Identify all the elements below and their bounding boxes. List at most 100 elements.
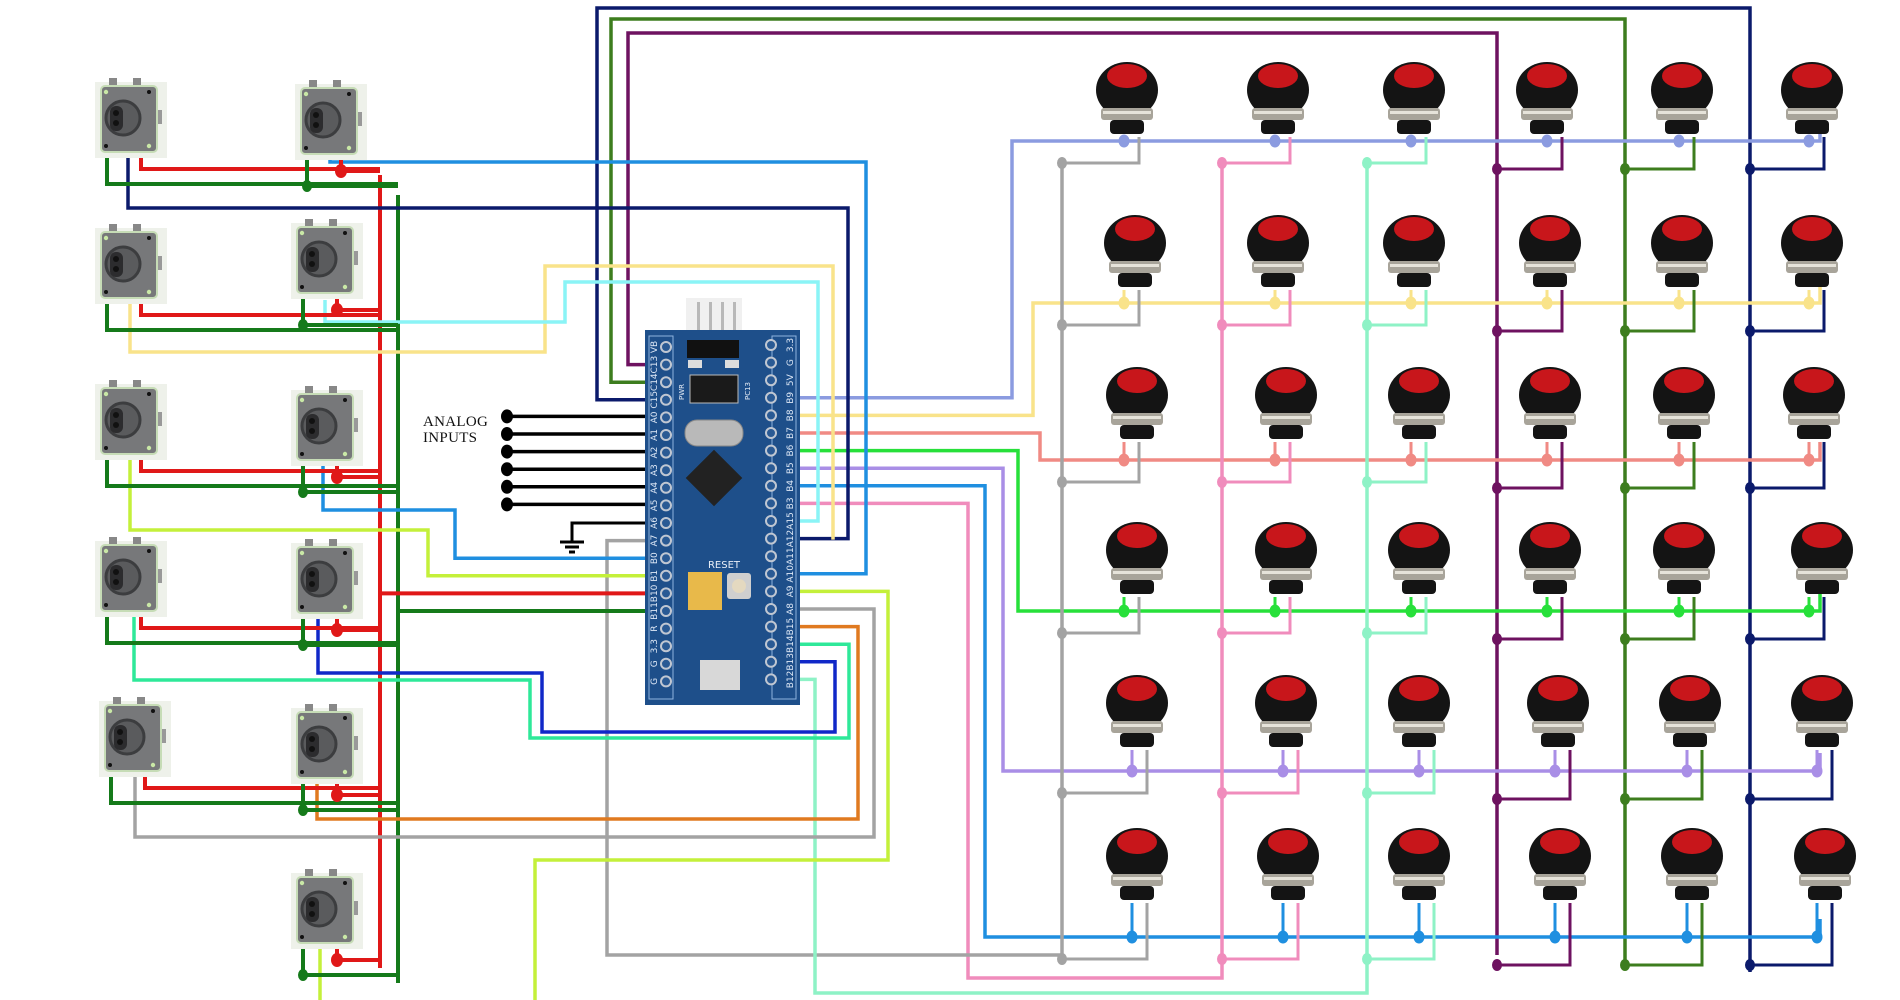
analog-input-dot bbox=[501, 409, 513, 424]
analog-input-dot bbox=[501, 427, 513, 441]
left-pin-label-A6: A6 bbox=[650, 517, 660, 529]
wire-encoder-signal-4 bbox=[323, 280, 820, 523]
button-cap bbox=[1266, 524, 1306, 548]
row-junction bbox=[1541, 453, 1553, 467]
right-pin-pad bbox=[765, 532, 777, 545]
col-junction bbox=[1217, 627, 1227, 639]
row-junction bbox=[1673, 134, 1685, 148]
buttons-layer bbox=[1096, 62, 1856, 900]
button-cap bbox=[1664, 369, 1704, 393]
encoder-tab bbox=[329, 539, 337, 547]
button-cap bbox=[1117, 524, 1157, 548]
button-base bbox=[1805, 733, 1839, 747]
encoder-hole bbox=[309, 746, 315, 752]
button-col-leg bbox=[1750, 442, 1826, 490]
encoder-side-tab bbox=[155, 256, 162, 270]
analog-input-dot bbox=[501, 462, 513, 477]
right-pin-pad bbox=[765, 462, 777, 475]
rotary-encoder bbox=[95, 78, 167, 158]
encoder-tab bbox=[113, 697, 121, 705]
row-junction bbox=[1541, 134, 1553, 148]
encoder-corner bbox=[104, 144, 108, 148]
encoder-shaft bbox=[306, 732, 319, 757]
row-junction bbox=[1413, 764, 1425, 778]
button-col-leg bbox=[1367, 137, 1428, 165]
button-base bbox=[1120, 425, 1154, 439]
button-nut-shine bbox=[1526, 264, 1574, 267]
encoder-shaft bbox=[310, 108, 323, 133]
encoder-corner bbox=[304, 146, 308, 150]
col-junction bbox=[1745, 482, 1755, 494]
button-col-leg bbox=[1062, 750, 1149, 795]
right-pin-label-3.3: 3.3 bbox=[786, 338, 796, 352]
left-pin-label-C13: C13 bbox=[650, 356, 660, 374]
button-nut-shine bbox=[1395, 724, 1443, 727]
col-junction bbox=[1362, 476, 1372, 488]
encoder-corner bbox=[342, 769, 348, 775]
encoder-tab bbox=[305, 869, 313, 877]
button-base bbox=[1667, 425, 1701, 439]
button-cap bbox=[1538, 677, 1578, 701]
button-cap bbox=[1399, 830, 1439, 854]
push-button bbox=[1653, 367, 1715, 439]
push-button bbox=[1255, 522, 1317, 594]
col-junction bbox=[1620, 325, 1630, 337]
wire-encoder-signal-8 bbox=[316, 612, 837, 734]
button-base bbox=[1673, 733, 1707, 747]
button-base bbox=[1120, 886, 1154, 900]
button-base bbox=[1665, 120, 1699, 134]
left-pin-pad bbox=[660, 552, 672, 565]
button-base bbox=[1118, 273, 1152, 287]
encoder-corner bbox=[300, 452, 304, 456]
right-pin-label-B4: B4 bbox=[786, 480, 796, 492]
button-cap bbox=[1117, 677, 1157, 701]
push-button bbox=[1791, 675, 1853, 747]
push-button bbox=[1106, 828, 1168, 900]
right-pin-label-B13: B13 bbox=[786, 653, 796, 671]
left-pin-label-B11: B11 bbox=[650, 602, 660, 620]
encoder-tab bbox=[309, 80, 317, 88]
button-col-leg bbox=[1750, 750, 1834, 801]
row-junction bbox=[1118, 453, 1130, 467]
ground-junction bbox=[298, 804, 308, 816]
encoder-tab bbox=[305, 386, 313, 394]
button-nut-shine bbox=[1534, 724, 1582, 727]
push-button bbox=[1247, 62, 1309, 134]
encoder-corner bbox=[108, 763, 112, 767]
right-pin-label-B5: B5 bbox=[786, 462, 796, 474]
wire-encoder-signal-6 bbox=[321, 460, 666, 560]
encoder-tab bbox=[333, 80, 341, 88]
push-button bbox=[1794, 828, 1856, 900]
button-cap bbox=[1672, 830, 1712, 854]
encoder-tab bbox=[329, 869, 337, 877]
encoder-corner bbox=[343, 551, 347, 555]
ground-junction bbox=[298, 639, 308, 651]
button-nut-shine bbox=[1262, 571, 1310, 574]
row-junction bbox=[1126, 764, 1138, 778]
encoder-corner bbox=[346, 145, 352, 151]
button-nut-shine bbox=[1526, 416, 1574, 419]
analog-inputs-label: ANALOG INPUTS bbox=[423, 414, 488, 446]
encoder-power-leg bbox=[139, 458, 380, 473]
push-button bbox=[1388, 522, 1450, 594]
button-cap bbox=[1802, 677, 1842, 701]
header-pin bbox=[709, 302, 712, 340]
button-cap bbox=[1394, 64, 1434, 88]
button-base bbox=[1541, 733, 1575, 747]
left-pin-label-3.3: 3.3 bbox=[650, 639, 660, 653]
left-pin-pad bbox=[660, 569, 672, 582]
analog-input-dot bbox=[501, 497, 513, 512]
col-junction bbox=[1362, 319, 1372, 331]
encoder-corner bbox=[300, 770, 304, 774]
button-nut-shine bbox=[1523, 111, 1571, 114]
button-nut-shine bbox=[1526, 571, 1574, 574]
col-junction bbox=[1217, 157, 1227, 169]
wire-row-4 bbox=[771, 448, 1822, 613]
encoder-corner bbox=[146, 445, 152, 451]
button-col-leg bbox=[1222, 597, 1292, 635]
button-nut-shine bbox=[1113, 877, 1161, 880]
col-junction bbox=[1620, 482, 1630, 494]
row-junction bbox=[1803, 296, 1815, 310]
left-pin-label-A1: A1 bbox=[650, 429, 660, 441]
power-junction bbox=[331, 623, 343, 637]
